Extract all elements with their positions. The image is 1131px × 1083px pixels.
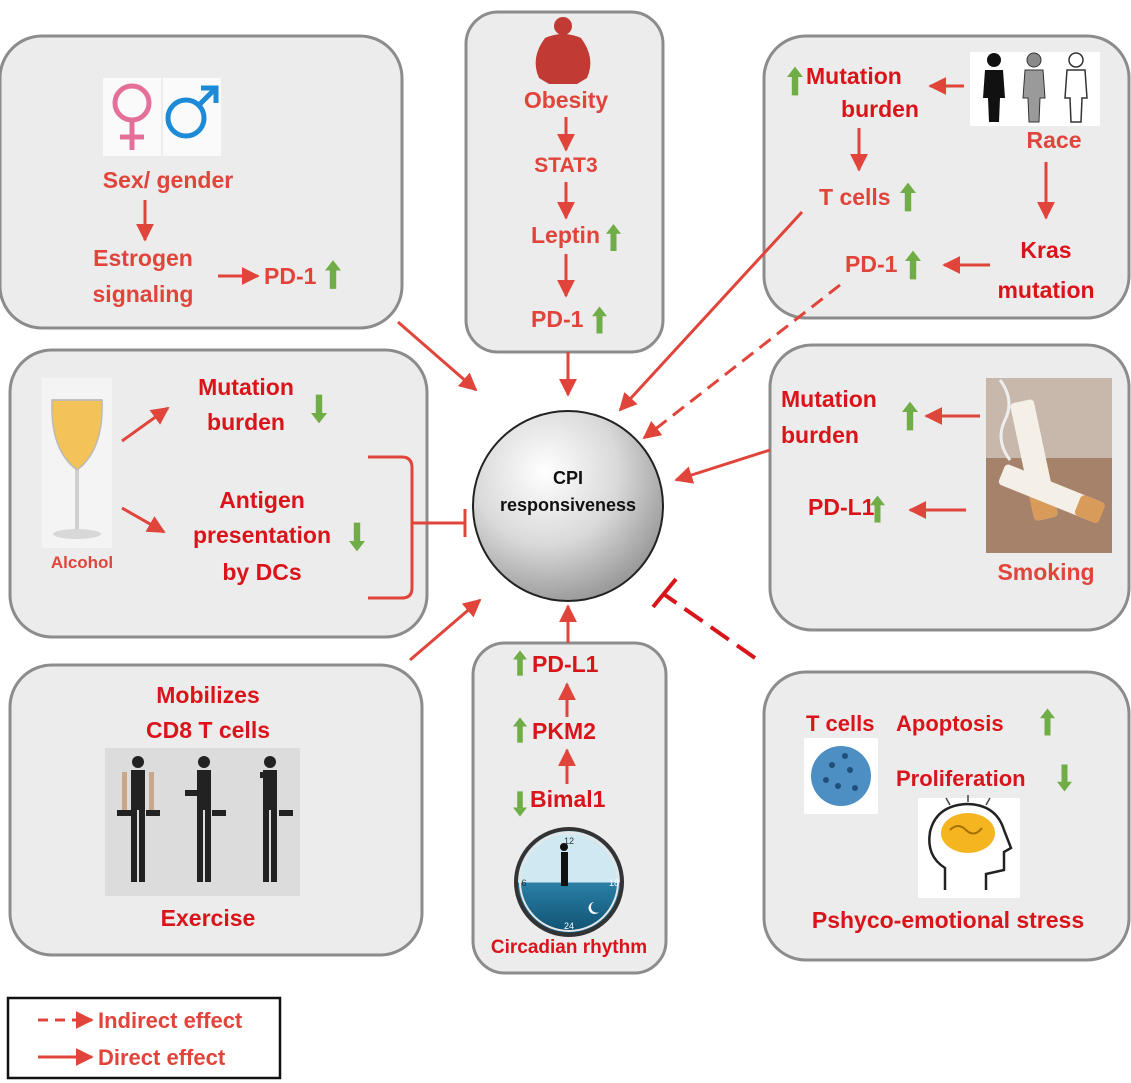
clock-18: 18 <box>609 878 619 888</box>
exercise-line2: CD8 T cells <box>146 717 270 743</box>
arrow-alcohol-to-mutation <box>121 406 170 443</box>
legend-indirect-label: Indirect effect <box>98 1008 243 1033</box>
race-mutation-line2: burden <box>841 96 919 122</box>
clock-24: 24 <box>564 921 574 931</box>
kras-line2: mutation <box>997 277 1094 303</box>
race-pd1: PD-1 <box>845 251 898 277</box>
sex-pd1: PD-1 <box>264 263 317 289</box>
inhibit-stress-to-cpi <box>663 593 757 660</box>
cigarette-icon <box>986 378 1112 553</box>
estrogen-line2: signaling <box>93 281 194 307</box>
antigen-line1: Antigen <box>219 487 305 513</box>
leptin-label: Leptin <box>531 222 600 248</box>
sex-gender-box <box>0 34 404 330</box>
people-race-icon <box>970 52 1100 126</box>
alcohol-box <box>8 348 429 639</box>
smoking-mutation-line2: burden <box>781 422 859 448</box>
arrow-tcells-to-cpi <box>618 210 804 412</box>
stress-proliferation: Proliferation <box>896 766 1026 791</box>
wine-glass-icon <box>42 378 112 548</box>
alcohol-mutation-line1: Mutation <box>198 374 294 400</box>
legend-box <box>6 996 282 1080</box>
bimal-label: Bimal1 <box>530 786 606 812</box>
exercise-line1: Mobilizes <box>156 682 260 708</box>
arrow-sex-to-cpi <box>397 320 478 392</box>
clock-icon: 12 24 6 18 <box>514 827 624 937</box>
alcohol-mutation-line2: burden <box>207 409 285 435</box>
female-symbol-icon <box>103 78 161 156</box>
estrogen-line1: Estrogen <box>93 245 193 271</box>
center-line2: responsiveness <box>500 495 636 515</box>
stress-title: Pshyco-emotional stress <box>812 907 1084 933</box>
stat3-label: STAT3 <box>534 154 597 177</box>
smoking-mutation-line1: Mutation <box>781 386 877 412</box>
race-tcells: T cells <box>819 184 891 210</box>
sex-gender-title: Sex/ gender <box>103 167 233 193</box>
arrow-alcohol-to-antigen <box>121 506 166 534</box>
exercise-title: Exercise <box>161 905 256 931</box>
arrow-pd1-indirect-to-cpi <box>642 283 841 440</box>
brain-head-icon <box>918 795 1020 898</box>
circadian-title: Circadian rhythm <box>491 937 647 958</box>
stress-apoptosis: Apoptosis <box>896 711 1004 736</box>
smoking-pdl1: PD-L1 <box>808 494 875 520</box>
alcohol-bracket <box>368 455 414 600</box>
male-symbol-icon <box>163 78 221 156</box>
kras-line1: Kras <box>1020 237 1071 263</box>
exercise-figures-icon <box>105 748 300 896</box>
antigen-line2: presentation <box>193 522 331 548</box>
clock-6: 6 <box>521 878 526 888</box>
smoking-title: Smoking <box>997 559 1094 585</box>
race-title: Race <box>1027 127 1082 153</box>
t-cell-icon <box>804 738 878 814</box>
legend-direct-label: Direct effect <box>98 1045 226 1070</box>
obesity-pd1: PD-1 <box>531 306 584 332</box>
center-line1: CPI <box>553 468 583 488</box>
stress-tcells: T cells <box>806 711 874 736</box>
arrow-exercise-to-cpi <box>409 598 482 662</box>
inhibit-stress-bar <box>651 577 678 609</box>
antigen-line3: by DCs <box>222 559 301 585</box>
obesity-title: Obesity <box>524 87 609 113</box>
clock-12: 12 <box>564 836 574 846</box>
cpi-sphere <box>472 410 664 602</box>
pkm2-label: PKM2 <box>532 718 596 744</box>
alcohol-title: Alcohol <box>51 553 113 572</box>
race-mutation-line1: Mutation <box>806 63 902 89</box>
arrow-smoking-to-cpi <box>674 448 771 484</box>
circadian-pdl1: PD-L1 <box>532 651 599 677</box>
obese-person-icon <box>535 17 591 84</box>
